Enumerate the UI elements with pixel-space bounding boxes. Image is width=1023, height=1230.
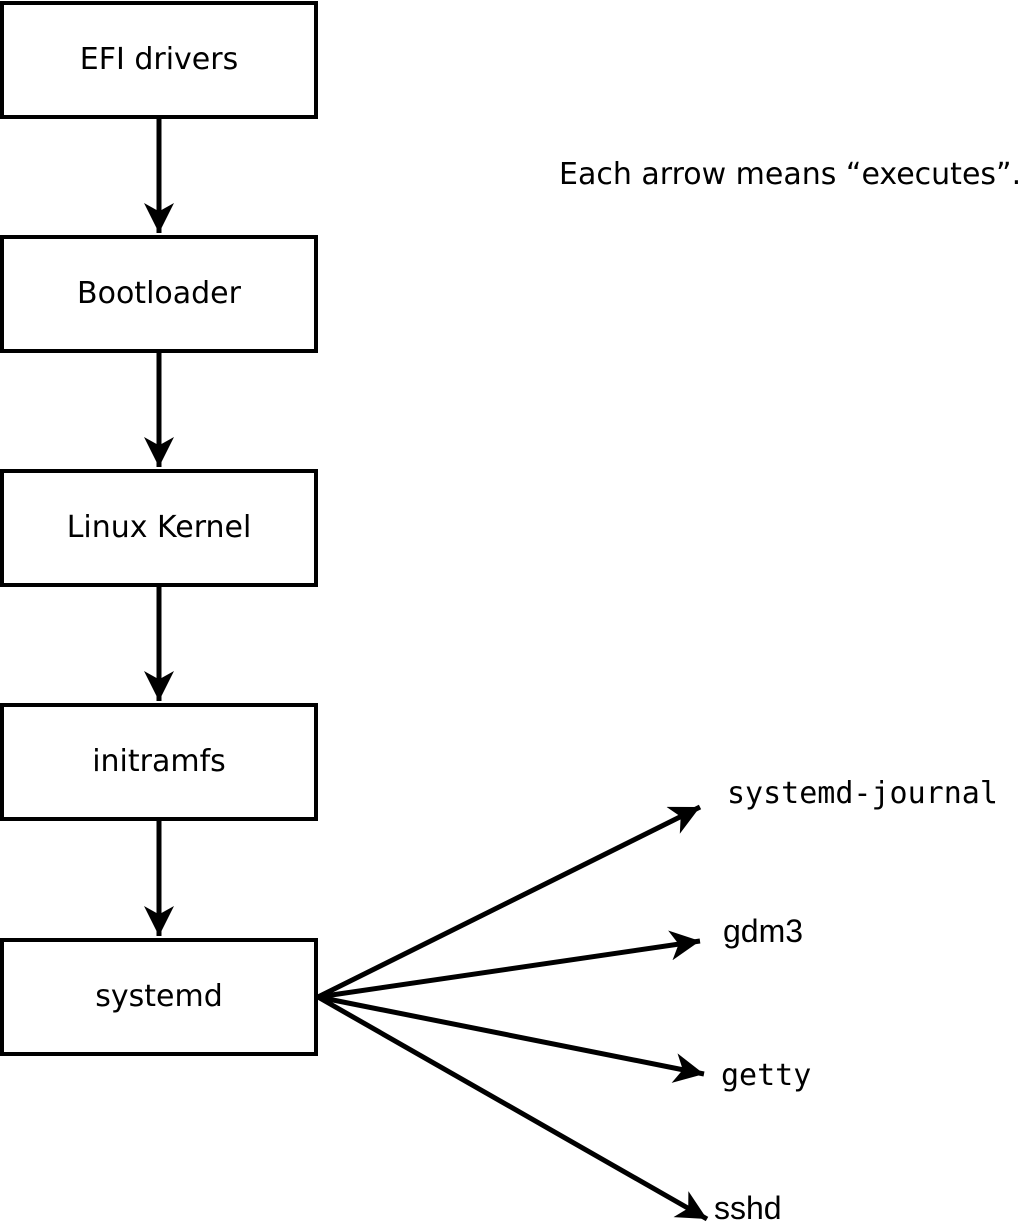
arrow-systemd-to-gdm3	[317, 930, 701, 1000]
arrow-systemd-to-sshd	[316, 994, 709, 1222]
node-systemd: systemd	[0, 938, 318, 1056]
node-linux-kernel: Linux Kernel	[0, 469, 318, 587]
node-bootloader-label: Bootloader	[77, 276, 241, 311]
node-linux-kernel-label: Linux Kernel	[66, 510, 252, 545]
arrow-meaning-note: Each arrow means “executes”.	[559, 157, 1022, 192]
target-sshd-label: sshd	[714, 1190, 782, 1226]
node-systemd-label: systemd	[95, 979, 223, 1014]
target-systemd-journal-label: systemd-journal	[727, 776, 998, 811]
arrow-systemd-to-getty	[317, 994, 705, 1083]
node-bootloader: Bootloader	[0, 235, 318, 353]
node-efi-drivers: EFI drivers	[0, 1, 318, 119]
node-efi-drivers-label: EFI drivers	[79, 42, 239, 77]
target-gdm3-label: gdm3	[723, 913, 804, 949]
target-getty-label: getty	[721, 1058, 812, 1093]
node-initramfs: initramfs	[0, 703, 318, 821]
node-initramfs-label: initramfs	[92, 744, 226, 779]
arrow-systemd-to-journal	[316, 804, 702, 1000]
